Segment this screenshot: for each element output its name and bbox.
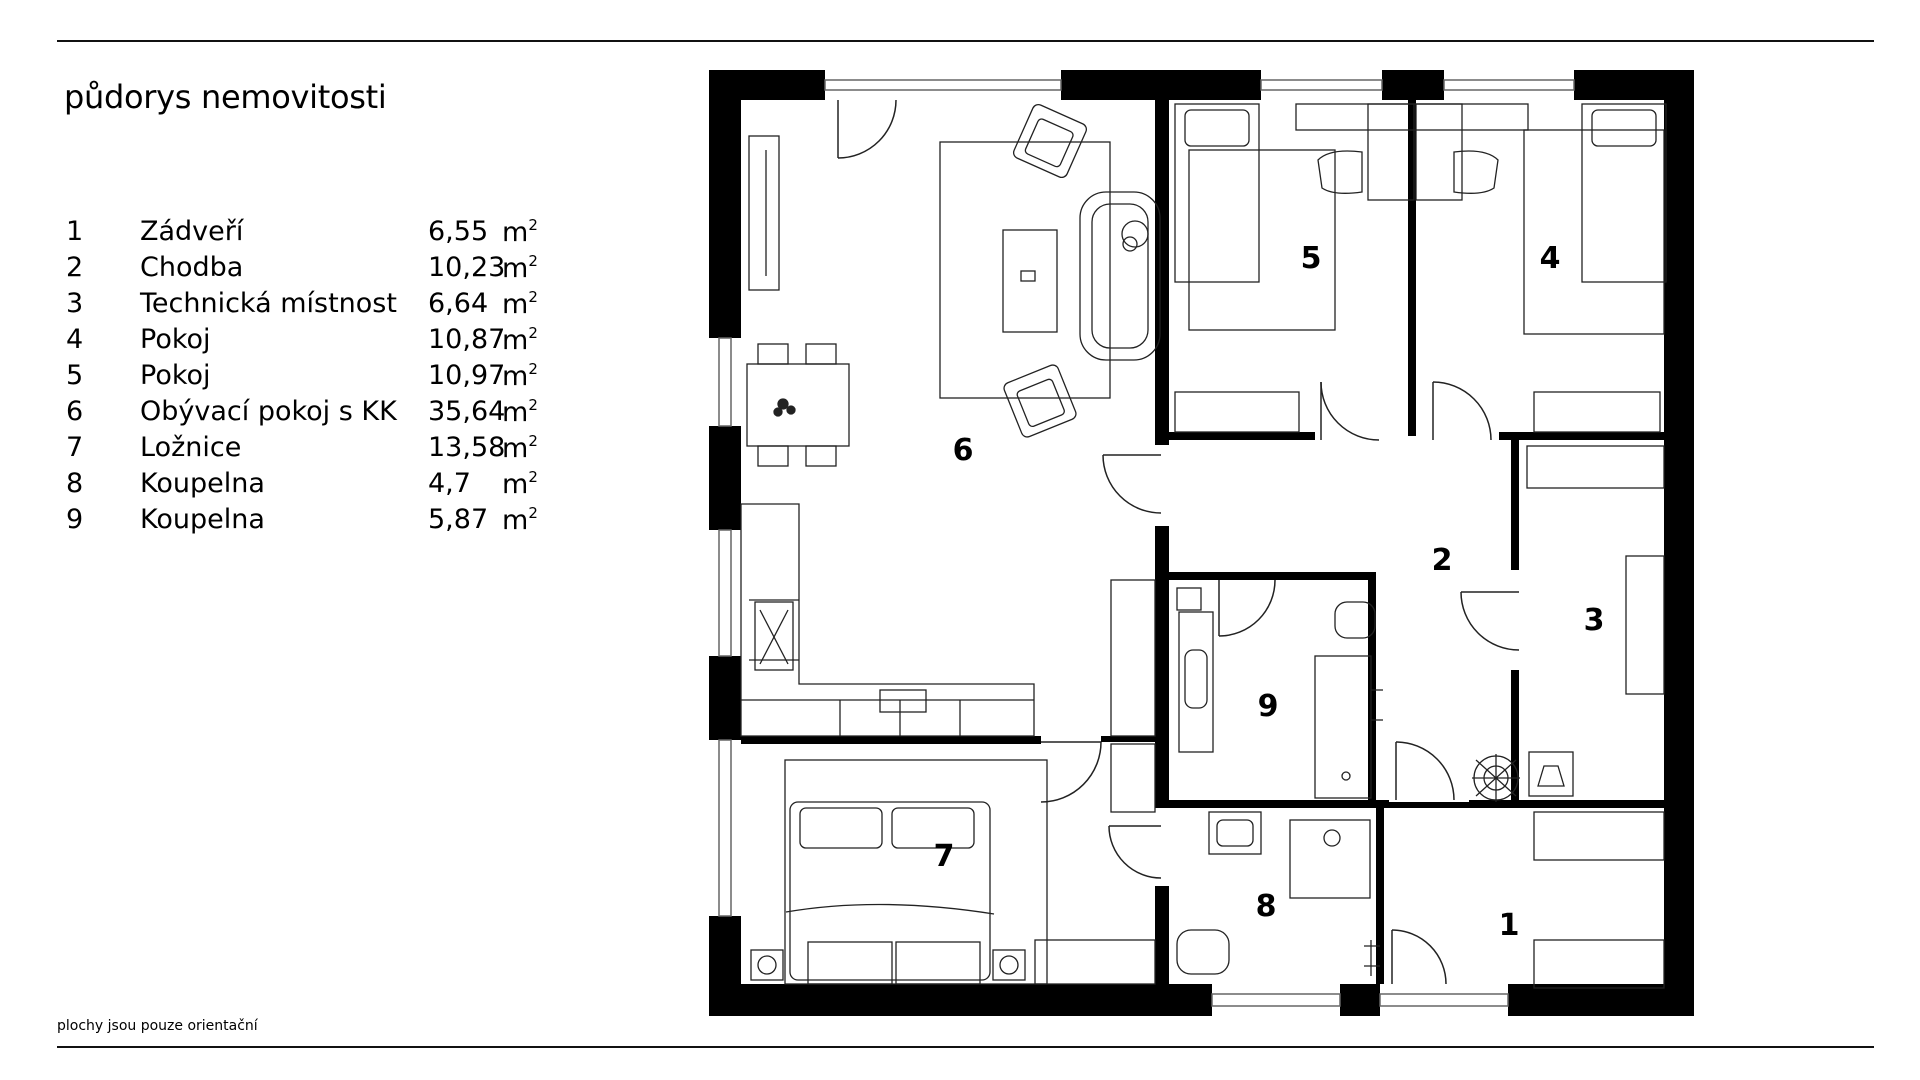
legend-unit-exponent: 2 [528,360,538,378]
legend-unit-base: m [502,325,529,356]
legend-room-name: Pokoj [140,360,211,391]
legend-unit-exponent: 2 [528,468,538,486]
legend-area: 6,55 [428,216,489,247]
legend-number: 9 [66,504,84,535]
room-label-8: 8 [1256,889,1277,924]
room-label-7: 7 [934,839,955,874]
legend-number: 6 [66,396,84,427]
legend-unit-base: m [502,253,529,284]
legend-room-name: Koupelna [140,468,265,499]
legend-unit-exponent: 2 [528,216,538,234]
interior-walls [741,100,1664,984]
legend-number: 3 [66,288,84,319]
legend-unit-base: m [502,469,529,500]
legend-number: 7 [66,432,84,463]
exterior-walls [709,70,1694,1016]
legend-number: 4 [66,324,84,355]
legend-room-name: Technická místnost [140,288,397,319]
legend-unit-exponent: 2 [528,504,538,522]
legend-unit: m2 [502,288,538,320]
legend-unit-base: m [502,361,529,392]
legend-unit-exponent: 2 [528,324,538,342]
legend-unit-exponent: 2 [528,432,538,450]
room-label-6: 6 [953,433,974,468]
furniture [740,103,1667,989]
legend-number: 8 [66,468,84,499]
room-label-1: 1 [1499,908,1520,943]
legend-unit-base: m [502,397,529,428]
legend-unit: m2 [502,396,538,428]
legend-unit: m2 [502,432,538,464]
legend-area: 10,97 [428,360,506,391]
room-labels: 1 2 3 4 5 6 7 8 9 [934,241,1605,943]
legend-unit-base: m [502,505,529,536]
room-label-3: 3 [1584,603,1605,638]
legend-room-name: Chodba [140,252,244,283]
legend-unit-exponent: 2 [528,252,538,270]
legend-number: 1 [66,216,84,247]
top-rule [57,40,1874,42]
legend-unit-base: m [502,433,529,464]
legend-unit: m2 [502,468,538,500]
legend-room-name: Pokoj [140,324,211,355]
legend-room-name: Koupelna [140,504,265,535]
disclaimer-note: plochy jsou pouze orientační [57,1018,258,1034]
legend-unit-exponent: 2 [528,288,538,306]
legend-room-name: Obývací pokoj s KK [140,396,397,427]
legend-area: 10,23 [428,252,506,283]
legend-room-name: Ložnice [140,432,242,463]
room-label-4: 4 [1540,241,1561,276]
bottom-rule [57,1046,1874,1048]
room-label-5: 5 [1301,241,1322,276]
legend-unit-base: m [502,289,529,320]
room-label-9: 9 [1258,689,1279,724]
legend-area: 5,87 [428,504,489,535]
legend-area: 13,58 [428,432,506,463]
legend-unit-base: m [502,217,529,248]
legend-area: 4,7 [428,468,471,499]
legend-unit: m2 [502,324,538,356]
legend-unit: m2 [502,504,538,536]
doors [837,99,1520,985]
legend-area: 35,64 [428,396,506,427]
legend-area: 6,64 [428,288,489,319]
legend-unit-exponent: 2 [528,396,538,414]
legend-number: 5 [66,360,84,391]
legend-unit: m2 [502,360,538,392]
legend-number: 2 [66,252,84,283]
legend-unit: m2 [502,216,538,248]
legend-unit: m2 [502,252,538,284]
page-title: půdorys nemovitosti [64,78,387,116]
legend-room-name: Zádveří [140,216,244,247]
room-label-2: 2 [1432,543,1453,578]
windows [718,79,1575,1007]
legend-area: 10,87 [428,324,506,355]
floor-plan: 1 2 3 4 5 6 7 8 9 [709,70,1694,1016]
